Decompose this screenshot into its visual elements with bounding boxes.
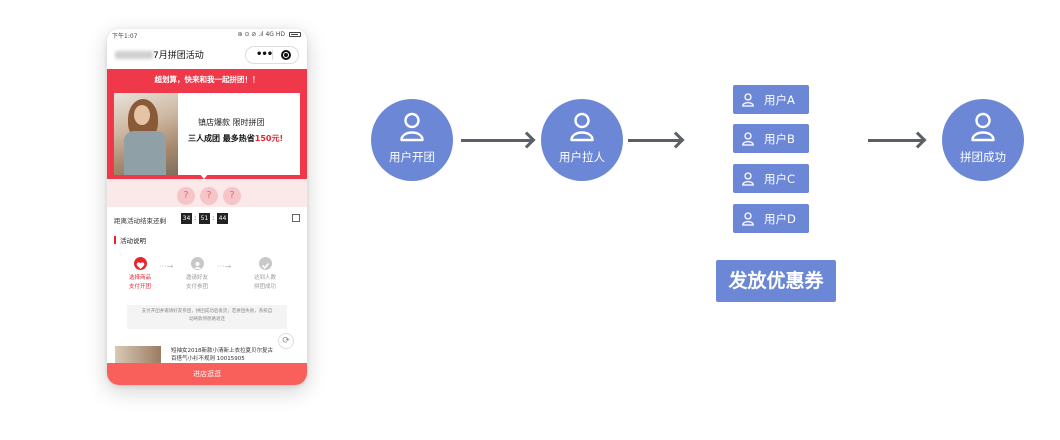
user-chip-d: 用户D [733, 204, 809, 233]
issue-coupon-button[interactable]: 发放优惠券 [716, 260, 836, 302]
user-icon [742, 93, 754, 107]
flow-arrow [628, 139, 680, 142]
banner-title: 超划算，快来和我一起拼团！！ [154, 75, 260, 84]
refresh-icon[interactable]: ⟳ [278, 333, 294, 349]
more-icon[interactable]: ••• [256, 49, 273, 60]
countdown-colon: : [212, 214, 215, 222]
capsule-divider [272, 50, 273, 60]
node-start-group: 用户开团 [371, 99, 453, 181]
product-title-line1: 短袖女2018新款小清新上衣拉夏贝尔复古 [171, 348, 273, 354]
flow-arrow [868, 139, 922, 142]
status-signal: ⊛ ⊙ ⊘ .ıl 4G HD [237, 31, 285, 38]
card-offer: 三人成团 最多热省150元! [188, 133, 283, 144]
card-headline: 镇店爆款 限时拼团 [198, 118, 265, 127]
step-3: 达到人数 拼团成功 [244, 257, 286, 292]
user-icon [570, 112, 594, 142]
step-label-line2: 支付开团 [128, 284, 151, 290]
user-chip-label: 用户B [764, 132, 795, 146]
status-time: 下午1:07 [112, 33, 138, 40]
section-title: 活动说明 [114, 235, 146, 245]
node-label: 用户开团 [389, 150, 435, 164]
rules-note-line1: 支付开团并邀请好友参团，拼团成功后发货；若拼团失败，系统自 [141, 309, 273, 314]
rules-note: 支付开团并邀请好友参团，拼团成功后发货；若拼团失败，系统自 动将款项原路退还 [127, 305, 287, 329]
user-chip-label: 用户D [764, 212, 796, 226]
step-label-line2: 支付参团 [185, 284, 208, 290]
section-title-text: 活动说明 [120, 237, 146, 245]
countdown-label: 距离活动结束还剩 [114, 217, 166, 225]
user-icon [742, 132, 754, 146]
step-arrow: ···→ [217, 262, 232, 271]
countdown-hours: 34 [181, 213, 192, 224]
product-card[interactable]: 镇店爆款 限时拼团 三人成团 最多热省150元! [114, 93, 300, 175]
node-group-success: 拼团成功 [942, 99, 1024, 181]
step-label-line1: 达到人数 [253, 275, 276, 281]
user-icon [742, 212, 754, 226]
step-label: 选择商品 支付开团 [119, 274, 161, 292]
step-2: 邀请好友 支付参团 [176, 257, 218, 292]
photo-body [124, 131, 166, 175]
status-bar: 下午1:07 ⊛ ⊙ ⊘ .ıl 4G HD [107, 29, 307, 41]
product-photo [114, 93, 178, 175]
capsule-menu[interactable]: ••• [245, 46, 299, 64]
countdown-colon: : [194, 214, 197, 222]
users-icon [190, 257, 204, 270]
blurred-shop-name [115, 51, 153, 59]
battery-icon [289, 32, 301, 37]
countdown-seconds: 44 [217, 213, 228, 224]
step-1: 选择商品 支付开团 [119, 257, 161, 292]
user-chip-label: 用户A [764, 93, 795, 107]
product-title-line2: 百搭气小衫不规则 10015905 [171, 356, 245, 362]
user-icon [742, 172, 754, 186]
flow-arrow [461, 139, 531, 142]
countdown-minutes: 51 [199, 213, 210, 224]
user-chip-a: 用户A [733, 85, 809, 114]
member-slot: ? [200, 187, 218, 205]
countdown: 距离活动结束还剩 34 : 51 : 44 [114, 212, 300, 228]
product-thumbnail [115, 346, 161, 363]
share-icon[interactable] [292, 214, 300, 222]
product-title: 短袖女2018新款小清新上衣拉夏贝尔复古 百搭气小衫不规则 10015905 [171, 347, 303, 363]
step-label-line1: 邀请好友 [185, 275, 208, 281]
step-arrow: ···→ [159, 262, 174, 271]
node-label: 拼团成功 [960, 150, 1006, 164]
user-icon [400, 112, 424, 142]
step-label-line2: 拼团成功 [253, 284, 276, 290]
step-label: 达到人数 拼团成功 [244, 274, 286, 292]
user-chip-c: 用户C [733, 164, 809, 193]
node-label: 用户拉人 [559, 150, 605, 164]
visit-store-button[interactable]: 进店逛逛 [107, 363, 307, 385]
user-chip-b: 用户B [733, 124, 809, 153]
promo-banner: 超划算，快来和我一起拼团！！ 镇店爆款 限时拼团 三人成团 最多热省150元! … [107, 69, 307, 207]
step-label-line1: 选择商品 [128, 275, 151, 281]
section-marker [114, 236, 116, 244]
close-circle-icon[interactable] [281, 50, 291, 60]
product-list-item[interactable]: 短袖女2018新款小清新上衣拉夏贝尔复古 百搭气小衫不规则 10015905 [107, 341, 307, 363]
phone-mockup: 下午1:07 ⊛ ⊙ ⊘ .ıl 4G HD 7月拼团活动 ••• 超划算，快来… [107, 29, 307, 385]
mini-program-navbar: 7月拼团活动 ••• [107, 41, 307, 69]
nav-title: 7月拼团活动 [153, 51, 204, 61]
check-icon [258, 257, 272, 270]
heart-icon [133, 257, 147, 270]
member-slot: ? [177, 187, 195, 205]
card-offer-text: 三人成团 最多热省 [188, 134, 255, 143]
photo-face [134, 105, 150, 125]
member-slot: ? [223, 187, 241, 205]
rules-note-line2: 动将款项原路退还 [189, 317, 225, 322]
user-chip-label: 用户C [764, 172, 796, 186]
user-icon [971, 112, 995, 142]
node-invite-users: 用户拉人 [541, 99, 623, 181]
step-label: 邀请好友 支付参团 [176, 274, 218, 292]
banner-notch [199, 173, 209, 179]
card-price: 150元! [254, 134, 284, 143]
